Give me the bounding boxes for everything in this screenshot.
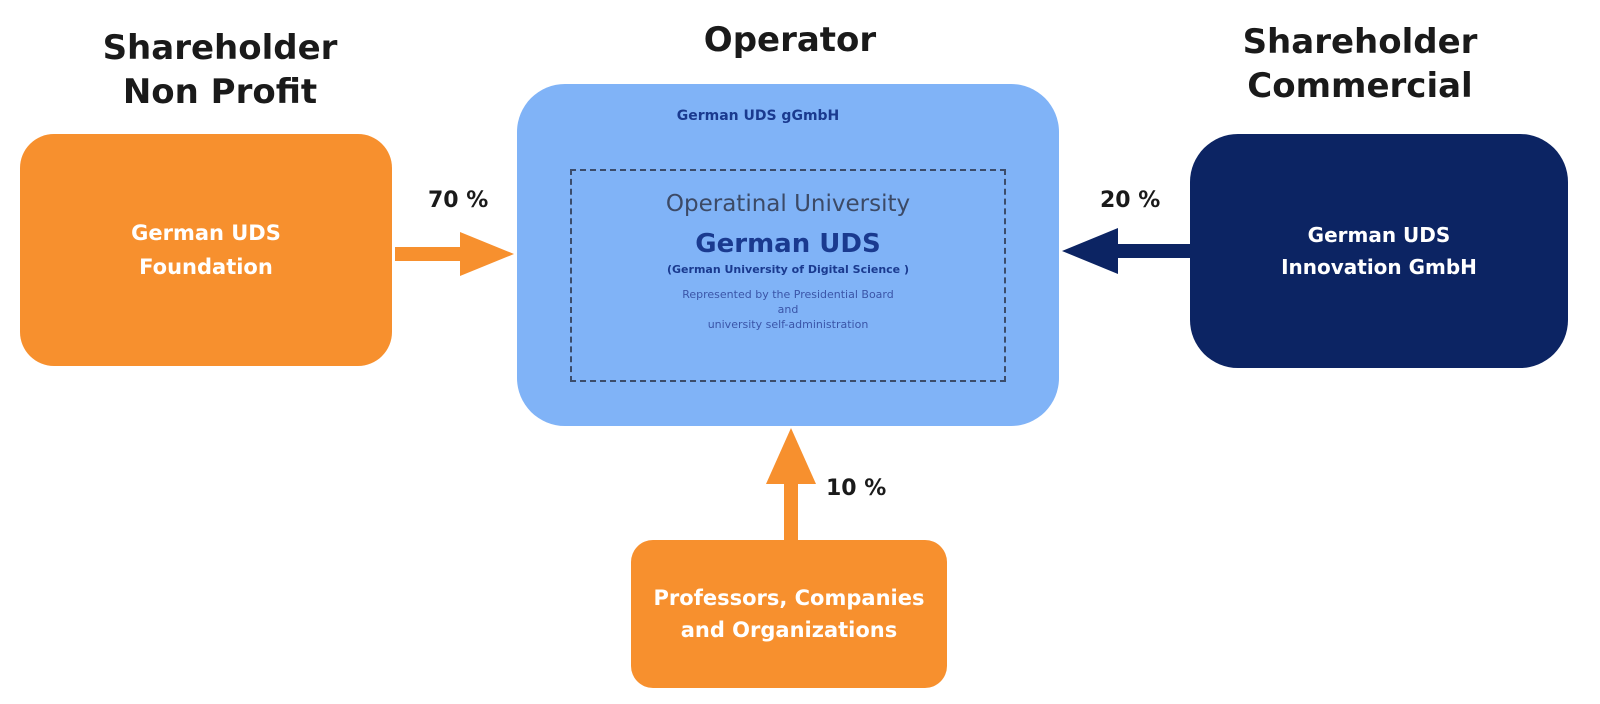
heading-operator: Operator	[640, 18, 940, 62]
foundation-label-line2: Foundation	[139, 255, 273, 279]
heading-line: Shareholder	[102, 28, 338, 68]
partners-label-line1: Professors, Companies	[653, 586, 925, 610]
foundation-box: German UDS Foundation	[20, 134, 392, 366]
university-type-label: Operatinal University	[665, 191, 911, 217]
arrow-innovation-to-operator	[1062, 228, 1192, 274]
innovation-label-line2: Innovation GmbH	[1281, 255, 1477, 279]
representation-line2: and	[777, 303, 799, 316]
share-foundation-label: 70 %	[428, 188, 489, 213]
innovation-label-line1: German UDS	[1307, 223, 1451, 247]
heading-line: Commercial	[1247, 66, 1473, 106]
partners-box: Professors, Companies and Organizations	[631, 540, 947, 688]
representation-line3: university self-administration	[707, 318, 869, 331]
innovation-box: German UDS Innovation GmbH	[1190, 134, 1568, 368]
university-frame: Operatinal University German UDS (German…	[570, 169, 1006, 382]
heading-line: Operator	[703, 20, 877, 60]
representation-line1: Represented by the Presidential Board	[682, 288, 894, 301]
heading-shareholder-commercial: Shareholder Commercial	[1200, 20, 1520, 108]
heading-line: Shareholder	[1242, 22, 1478, 62]
arrow-partners-to-operator	[766, 428, 816, 542]
university-full-name: (German University of Digital Science )	[667, 263, 909, 276]
university-name: German UDS	[695, 229, 881, 259]
arrow-foundation-to-operator	[395, 232, 514, 276]
operator-company-label: German UDS gGmbH	[676, 108, 840, 124]
share-partners-label: 10 %	[826, 476, 887, 501]
partners-label-line2: and Organizations	[680, 618, 898, 642]
operator-box: German UDS gGmbH Operatinal University G…	[517, 84, 1059, 426]
share-innovation-label: 20 %	[1100, 188, 1161, 213]
foundation-label-line1: German UDS	[131, 221, 281, 245]
heading-shareholder-non-profit: Shareholder Non Profit	[60, 26, 380, 114]
heading-line: Non Profit	[122, 72, 318, 112]
